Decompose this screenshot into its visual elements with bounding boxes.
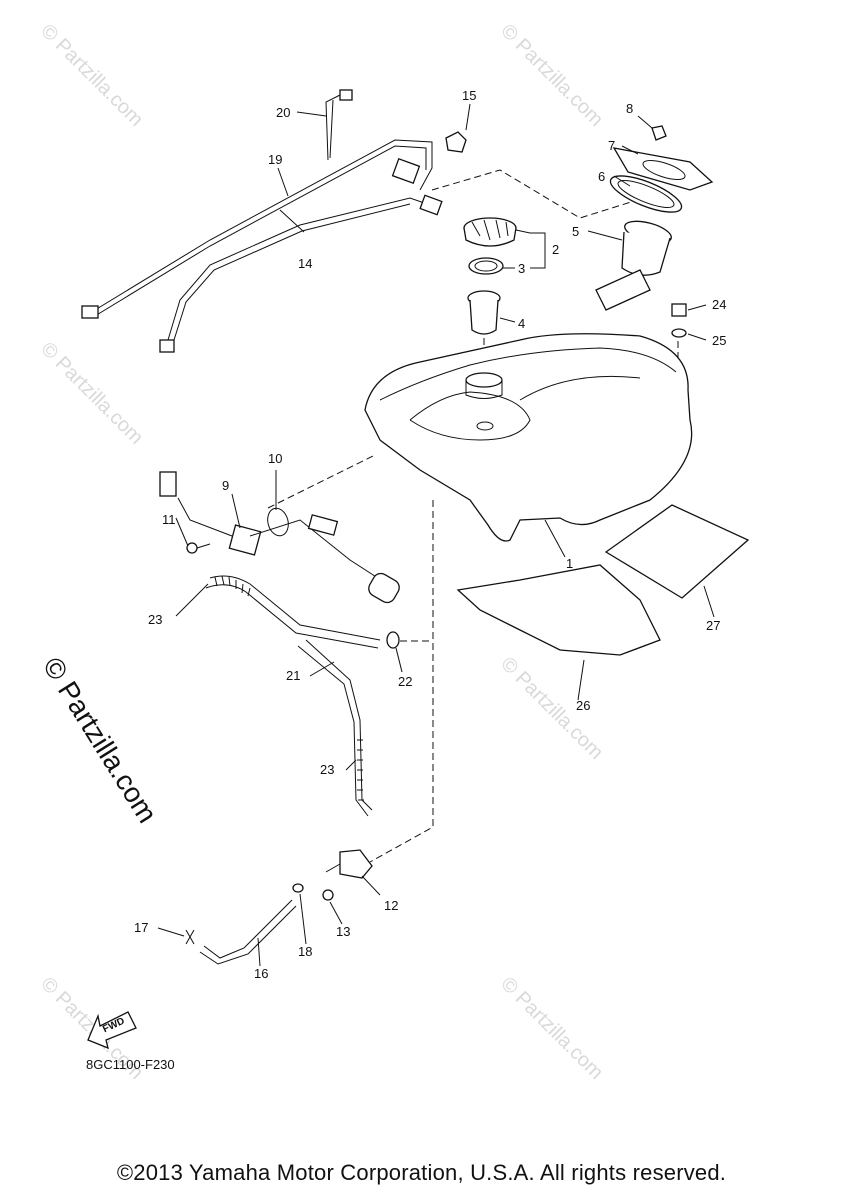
- callout-13: 13: [336, 924, 350, 939]
- pump-plate: [612, 147, 714, 191]
- watermark: © Partzilla.com: [496, 973, 607, 1084]
- callout-9: 9: [222, 478, 229, 493]
- watermark: © Partzilla.com: [496, 653, 607, 764]
- fuel-level-sensor: [159, 471, 400, 604]
- cable-tie: [325, 89, 353, 161]
- callout-14: 14: [298, 256, 312, 271]
- callout-27: 27: [706, 618, 720, 633]
- screw-13: [322, 889, 334, 901]
- callout-7: 7: [608, 138, 615, 153]
- protector-sheet: [604, 504, 750, 599]
- callout-15: 15: [462, 88, 476, 103]
- callout-3: 3: [518, 261, 525, 276]
- nut: [651, 125, 667, 141]
- callout-4: 4: [518, 316, 525, 331]
- callout-5: 5: [572, 224, 579, 239]
- washer-25: [671, 328, 687, 338]
- bolt-24: [671, 303, 687, 317]
- breather-hose: [159, 194, 443, 353]
- callout-26: 26: [576, 698, 590, 713]
- hose-clip-22: [386, 631, 400, 649]
- hose-clip-18: [292, 883, 304, 893]
- watermark-large: © Partzilla.com: [37, 652, 163, 828]
- screw-11: [186, 542, 211, 554]
- callout-12: 12: [384, 898, 398, 913]
- alignment-lines: [267, 169, 679, 863]
- callout-17: 17: [134, 920, 148, 935]
- leader-lines: [157, 103, 715, 967]
- callout-23-lower: 23: [320, 762, 334, 777]
- callout-10: 10: [268, 451, 282, 466]
- callout-6: 6: [598, 169, 605, 184]
- fuel-pump: [595, 220, 672, 311]
- callout-24: 24: [712, 297, 726, 312]
- cap-gasket: [468, 257, 504, 275]
- fuel-cap: [463, 217, 517, 247]
- callout-1: 1: [566, 556, 573, 571]
- callout-19: 19: [268, 152, 282, 167]
- fuel-cock: [325, 849, 373, 879]
- filler-neck: [467, 290, 501, 335]
- callout-22: 22: [398, 674, 412, 689]
- fuel-hose: [205, 575, 381, 817]
- callout-2: 2: [552, 242, 559, 257]
- diagram-code: 8GC1100-F230: [86, 1057, 175, 1072]
- callout-23: 23: [148, 612, 162, 627]
- sensor-bracket: [307, 514, 339, 536]
- callout-labels: 1 2 3 4 5 6 7 8 9 10 11 12 13 14 15 16 1…: [134, 88, 726, 981]
- clip: [445, 131, 467, 153]
- callout-8: 8: [626, 101, 633, 116]
- drain-hose: [199, 899, 297, 965]
- callout-21: 21: [286, 668, 300, 683]
- callout-25: 25: [712, 333, 726, 348]
- callout-11: 11: [162, 512, 176, 527]
- callout-16: 16: [254, 966, 268, 981]
- watermark: © Partzilla.com: [36, 338, 147, 449]
- hose-clip-17: [185, 929, 195, 945]
- sensor-gasket: [267, 507, 289, 537]
- callout-18: 18: [298, 944, 312, 959]
- wire-harness: [81, 139, 433, 319]
- watermark: © Partzilla.com: [496, 20, 607, 131]
- callout-20: 20: [276, 105, 290, 120]
- fuel-tank: [364, 333, 693, 542]
- copyright-notice: ©2013 Yamaha Motor Corporation, U.S.A. A…: [116, 1160, 727, 1185]
- tank-protector: [456, 564, 661, 656]
- watermark: © Partzilla.com: [36, 20, 147, 131]
